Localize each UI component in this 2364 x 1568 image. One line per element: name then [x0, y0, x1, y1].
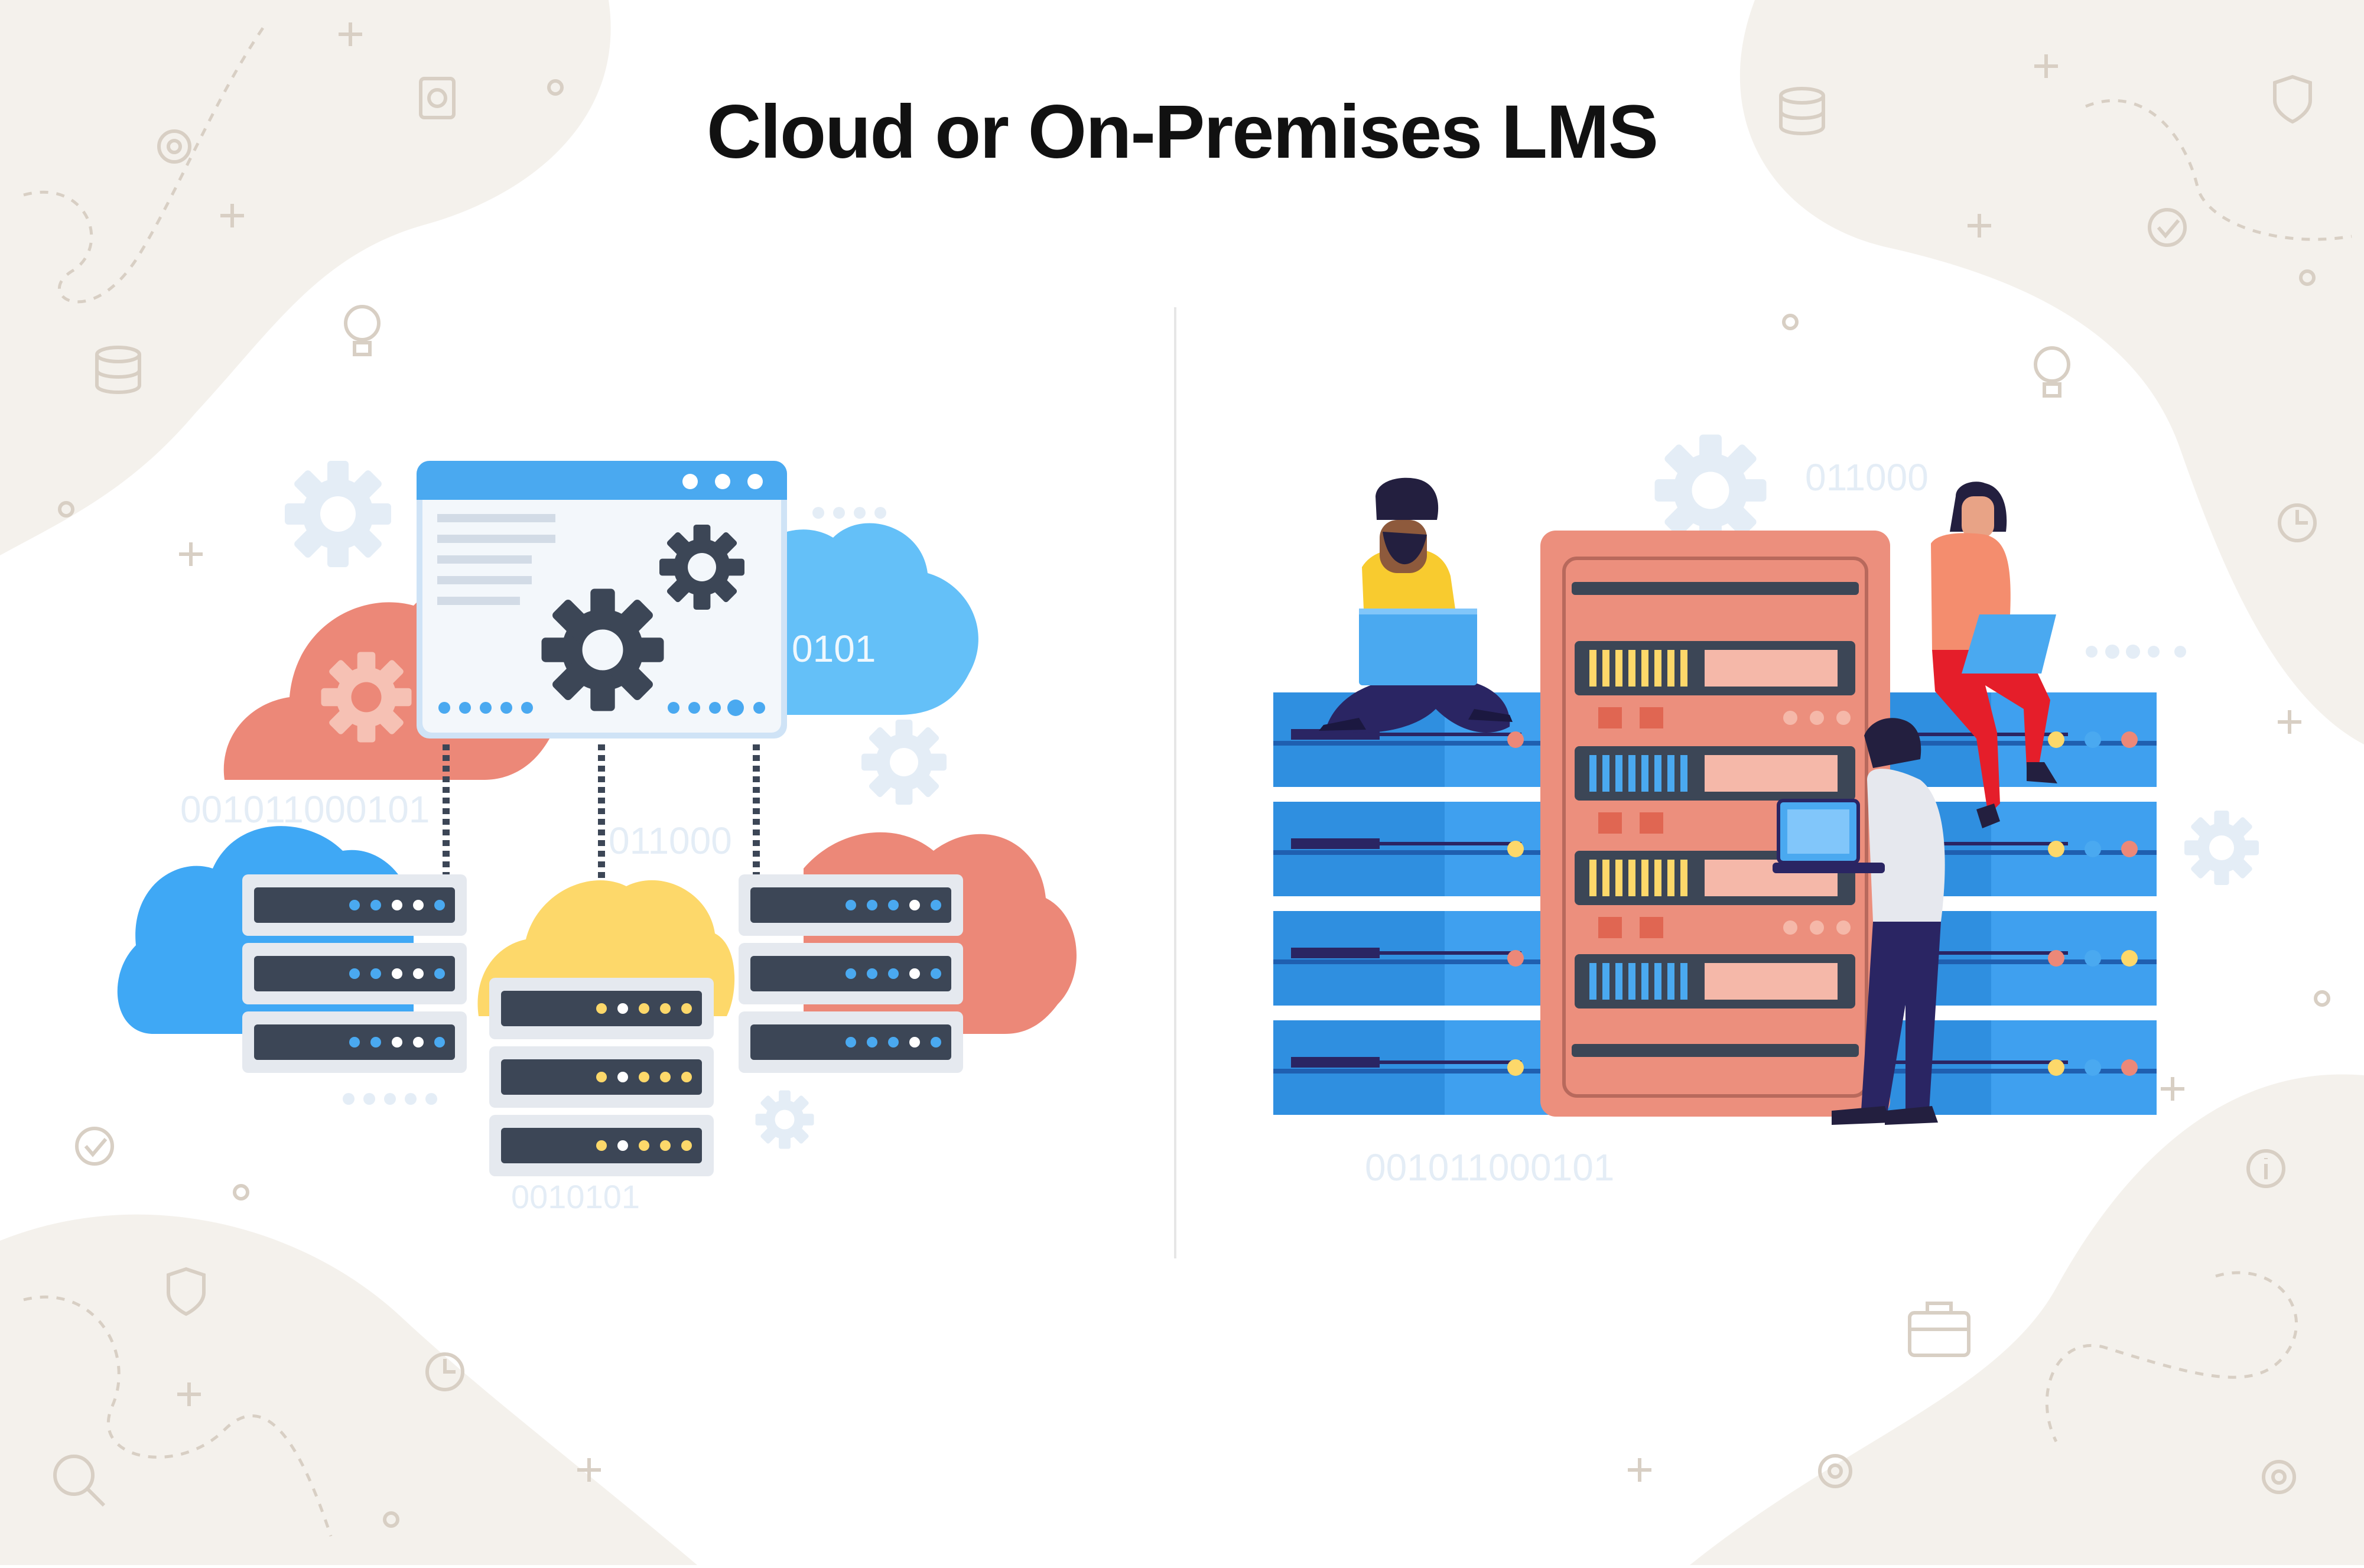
plus-icon	[1968, 214, 1991, 238]
binary-label: 011000	[609, 819, 732, 862]
gear-decor-icon	[2184, 811, 2259, 885]
gear-decor-icon	[861, 720, 947, 805]
cloud-lms-illustration: 0101 001	[117, 461, 1077, 1215]
briefcase-icon	[1908, 1302, 1970, 1357]
server-stack	[489, 978, 714, 1176]
binary-label: 0101	[792, 627, 876, 670]
plus-icon	[220, 204, 244, 227]
plus-icon	[2278, 710, 2301, 734]
database-icon	[1779, 87, 1825, 135]
ring-icon	[547, 79, 564, 96]
ring-icon	[383, 1511, 399, 1528]
gear-icon	[321, 652, 412, 743]
clock-icon	[425, 1352, 464, 1391]
clock-icon	[2278, 503, 2317, 542]
gear-icon	[541, 588, 664, 711]
checkmark-icon	[75, 1127, 114, 1166]
info-icon	[2246, 1149, 2285, 1188]
settings-window	[417, 461, 787, 739]
server-stack	[739, 874, 963, 1073]
safe-icon	[419, 77, 456, 119]
on-premises-lms-illustration: 011000 001011000101	[1273, 434, 2259, 1189]
checkmark-icon	[2148, 208, 2187, 247]
decor-dashes	[23, 22, 2352, 1537]
binary-label: 001011000101	[1365, 1146, 1614, 1189]
plus-icon	[2034, 54, 2058, 78]
person-bearded-man	[1319, 477, 1513, 733]
lightbulb-icon	[344, 305, 381, 356]
plus-icon	[1628, 1458, 1651, 1482]
plus-icon	[177, 1382, 201, 1406]
dots-decor	[343, 507, 886, 1105]
shield-icon	[167, 1267, 206, 1316]
database-icon	[95, 346, 141, 394]
decor-symbols	[53, 22, 2330, 1528]
blob-top-right	[1739, 0, 2364, 744]
plus-icon	[179, 542, 203, 566]
gear-decor-icon	[1818, 1454, 1852, 1488]
search-icon	[53, 1455, 106, 1507]
plus-icon	[577, 1458, 601, 1482]
plus-icon	[2161, 1077, 2184, 1101]
page-title: Cloud or On-Premises LMS	[706, 90, 1659, 174]
dots-decor	[2086, 645, 2186, 659]
shield-icon	[2273, 74, 2312, 124]
gear-decor-icon	[755, 1090, 814, 1149]
central-server-rack	[1540, 531, 1890, 1117]
gear-decor-icon	[1654, 434, 1767, 546]
person-woman	[1931, 482, 2057, 828]
ring-icon	[1782, 314, 1799, 330]
lightbulb-icon	[2034, 346, 2070, 398]
binary-label: 011000	[1805, 456, 1929, 499]
gear-decor-icon	[285, 461, 391, 567]
gear-decor-icon	[157, 129, 191, 164]
ring-icon	[2299, 269, 2316, 286]
ring-icon	[58, 501, 74, 518]
person-standing-man	[1773, 718, 1945, 1125]
blob-top-left	[0, 0, 611, 555]
blob-bottom-left	[0, 1214, 697, 1565]
ring-icon	[2314, 990, 2330, 1007]
gear-icon	[659, 525, 744, 610]
ring-icon	[233, 1184, 249, 1201]
binary-label: 0010101	[511, 1178, 640, 1215]
binary-label: 001011000101	[180, 788, 430, 831]
blob-bottom-right	[1690, 1074, 2364, 1565]
gear-decor-icon	[2262, 1460, 2296, 1494]
cloud-blue-top	[744, 523, 978, 715]
plus-icon	[339, 22, 362, 46]
server-stack	[242, 874, 467, 1073]
